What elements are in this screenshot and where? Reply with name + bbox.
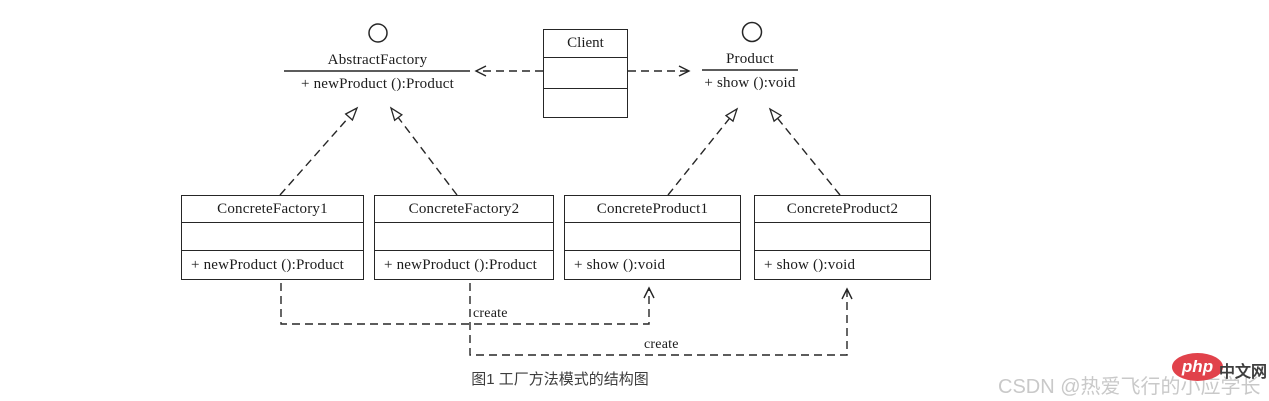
csdn-watermark-text: CSDN @热爱飞行的小应学长 [998, 376, 1261, 398]
realization-arrow-concretefactory2 [389, 106, 458, 196]
class-method: + show ():void [574, 256, 666, 273]
class-method: + show ():void [764, 256, 856, 273]
class-attributes-compartment [544, 58, 627, 89]
interface-name: Product [725, 51, 775, 67]
class-title: ConcreteFactory2 [375, 196, 553, 223]
class-attributes-compartment [565, 223, 740, 251]
realization-arrow-concreteproduct2 [768, 107, 841, 196]
interface-method: + newProduct ():Product [300, 76, 455, 92]
class-attributes-compartment [375, 223, 553, 251]
create-arrow-factory1-to-product1 [280, 283, 655, 325]
create-label: create [644, 337, 679, 352]
class-title: ConcreteFactory1 [182, 196, 363, 223]
class-title: ConcreteProduct2 [755, 196, 930, 223]
class-method: + newProduct ():Product [384, 256, 538, 273]
class-box-concrete-product1: ConcreteProduct1 + show ():void [564, 195, 741, 280]
class-box-client: Client [543, 29, 628, 118]
create-arrow-factory2-to-product2 [469, 283, 853, 356]
class-box-concrete-product2: ConcreteProduct2 + show ():void [754, 195, 931, 280]
interface-product: Product [700, 51, 800, 68]
php-logo-icon: php [1172, 353, 1223, 381]
realization-arrow-concreteproduct1 [667, 107, 739, 196]
class-title: ConcreteProduct1 [565, 196, 740, 223]
realization-arrow-concretefactory1 [279, 106, 359, 196]
class-attributes-compartment [755, 223, 930, 251]
php-site-label: 中文网 [1219, 364, 1268, 381]
figure-caption: 图1 工厂方法模式的结构图 [471, 371, 649, 388]
class-method: + newProduct ():Product [191, 256, 345, 273]
interface-abstract-factory: AbstractFactory [285, 52, 470, 69]
interface-method: + show ():void [704, 75, 796, 91]
create-label: create [473, 306, 508, 321]
interface-name: AbstractFactory [327, 52, 428, 68]
class-methods-compartment [544, 89, 627, 116]
interface-lollipop-icon [741, 21, 763, 43]
class-title: Client [544, 30, 627, 58]
interface-lollipop-icon [368, 23, 388, 43]
class-box-concrete-factory1: ConcreteFactory1 + newProduct ():Product [181, 195, 364, 280]
class-attributes-compartment [182, 223, 363, 251]
class-box-concrete-factory2: ConcreteFactory2 + newProduct ():Product [374, 195, 554, 280]
